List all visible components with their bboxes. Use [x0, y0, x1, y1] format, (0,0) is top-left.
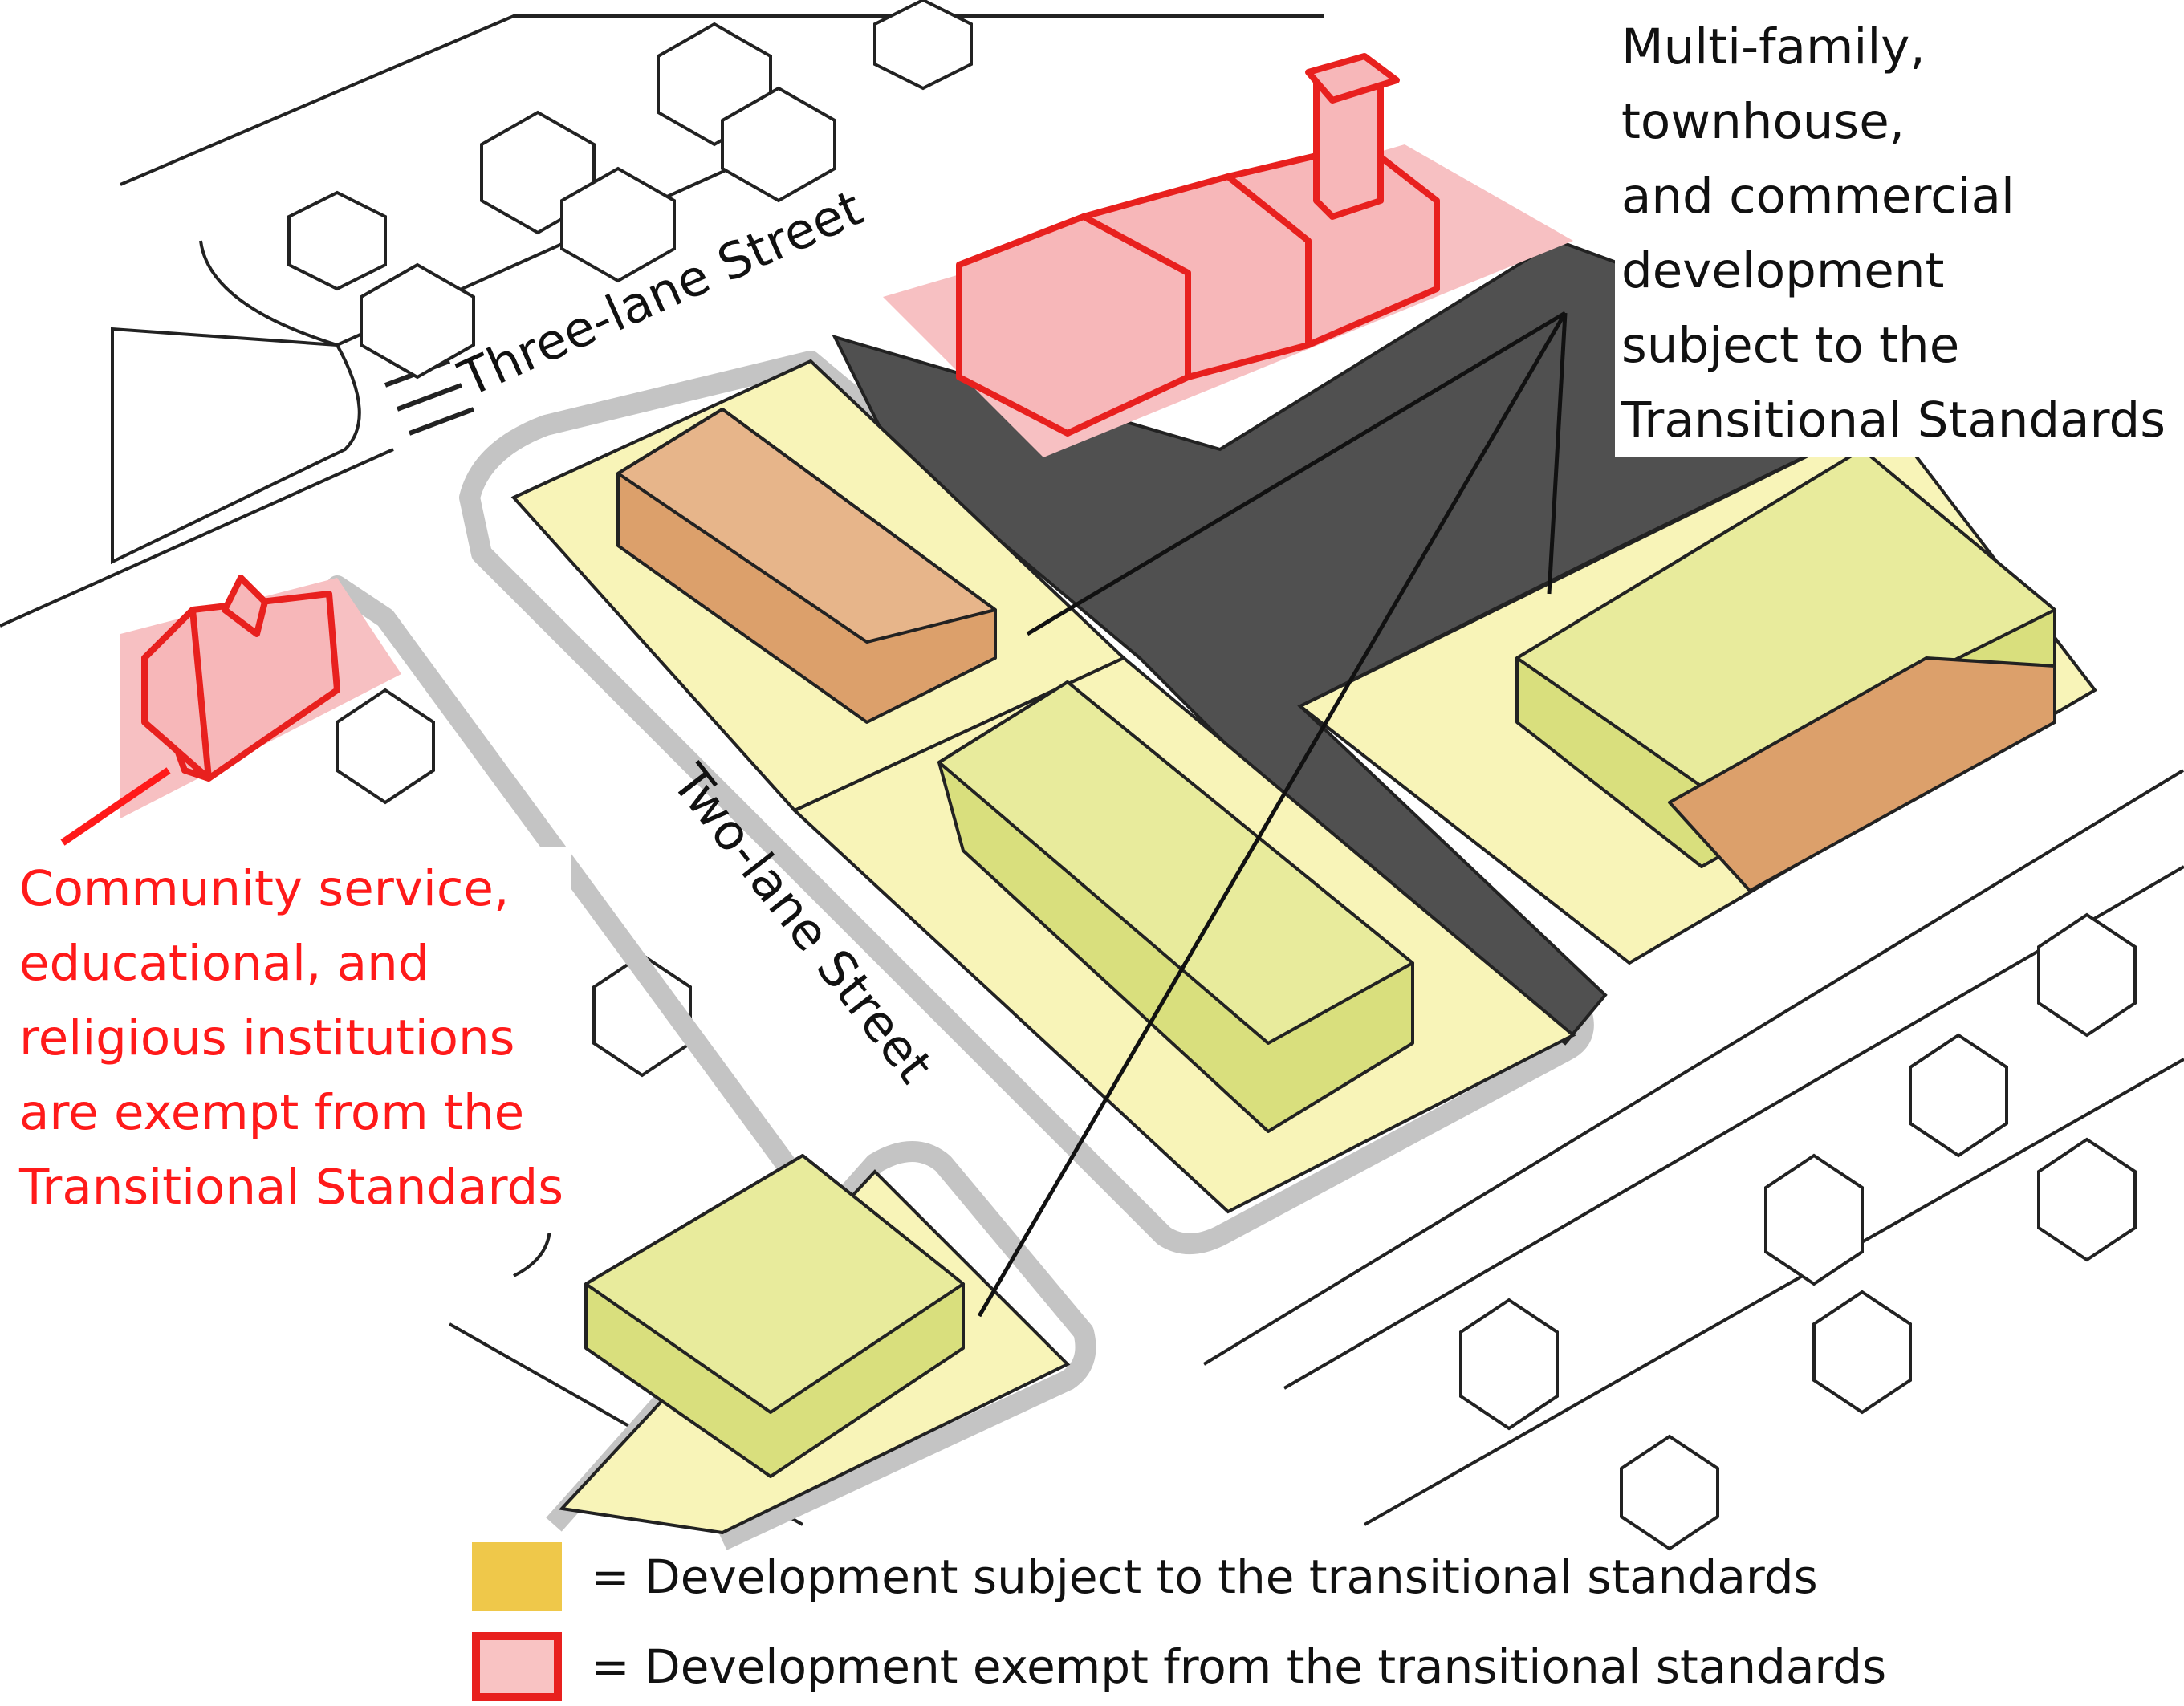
exempt-church-building — [141, 575, 340, 782]
block-west-outline — [111, 327, 361, 565]
house-icon — [1620, 1434, 1719, 1551]
subject-callout-line: subject to the — [1621, 317, 1960, 374]
street-grid — [0, 14, 2184, 1526]
legend-item-subject: = Development subject to the transitiona… — [472, 1542, 1818, 1611]
house-icon — [2037, 1137, 2137, 1262]
house-icon — [721, 86, 836, 203]
house-icon — [1764, 1153, 1864, 1286]
residential-houses — [287, 0, 2137, 1551]
house-icon — [1909, 1033, 2008, 1158]
subject-callout-line: and commercial — [1621, 168, 2015, 225]
subject-callout-line: townhouse, — [1621, 93, 1905, 150]
exempt-callout: Community service, educational, and reli… — [14, 847, 571, 1233]
legend-item-exempt: = Development exempt from the transition… — [472, 1632, 1886, 1701]
exempt-callout-line: Community service, — [19, 860, 510, 917]
exempt-sites — [120, 53, 1573, 818]
townhouse-south — [584, 1154, 965, 1478]
house-icon — [1459, 1298, 1559, 1431]
exempt-callout-line: are exempt from the — [19, 1084, 525, 1141]
exempt-callout-line: educational, and — [19, 935, 429, 992]
subject-callout-line: Transitional Standards — [1621, 392, 2166, 449]
street-edge-1 — [0, 448, 394, 628]
house-icon — [1812, 1290, 1912, 1415]
street-edge-6 — [1364, 1058, 2184, 1526]
leader-to-north-lot — [1026, 311, 1567, 636]
subject-callout: Multi-family, townhouse, and commercial … — [1615, 10, 2172, 457]
curb-southwest-block — [546, 1141, 1096, 1550]
subject-buildings — [584, 408, 2056, 1478]
house-icon — [560, 166, 676, 283]
block-north-outline — [199, 127, 820, 347]
exempt-callout-line: religious institutions — [19, 1009, 515, 1066]
legend-label-exempt: = Development exempt from the transition… — [591, 1639, 1887, 1694]
leader-to-south-lot — [977, 311, 1568, 1318]
legend-swatch-exempt — [472, 1632, 562, 1701]
street-edge-4 — [1283, 865, 2184, 1390]
legend-swatch-subject — [472, 1542, 562, 1611]
exempt-callout-line: Transitional Standards — [19, 1159, 563, 1216]
leader-to-church — [60, 767, 171, 846]
house-icon — [360, 262, 475, 380]
house-icon — [2037, 912, 2137, 1038]
street-edge-5 — [1202, 769, 2184, 1366]
block-northwest-outline — [120, 14, 1324, 186]
leader-to-east-lot — [1547, 312, 1568, 595]
exempt-commercial-building — [956, 53, 1440, 437]
subject-callout-line: Multi-family, — [1621, 18, 1926, 75]
house-icon — [873, 0, 973, 91]
townhouse-central — [937, 680, 1414, 1133]
legend-label-subject: = Development subject to the transitiona… — [591, 1550, 1818, 1604]
subject-callout-line: development — [1621, 242, 1945, 299]
house-icon — [336, 688, 435, 805]
house-icon — [287, 190, 387, 291]
leader-lines — [60, 311, 1568, 1318]
townhouse-north — [616, 408, 997, 724]
townhouse-east — [1515, 448, 2056, 892]
